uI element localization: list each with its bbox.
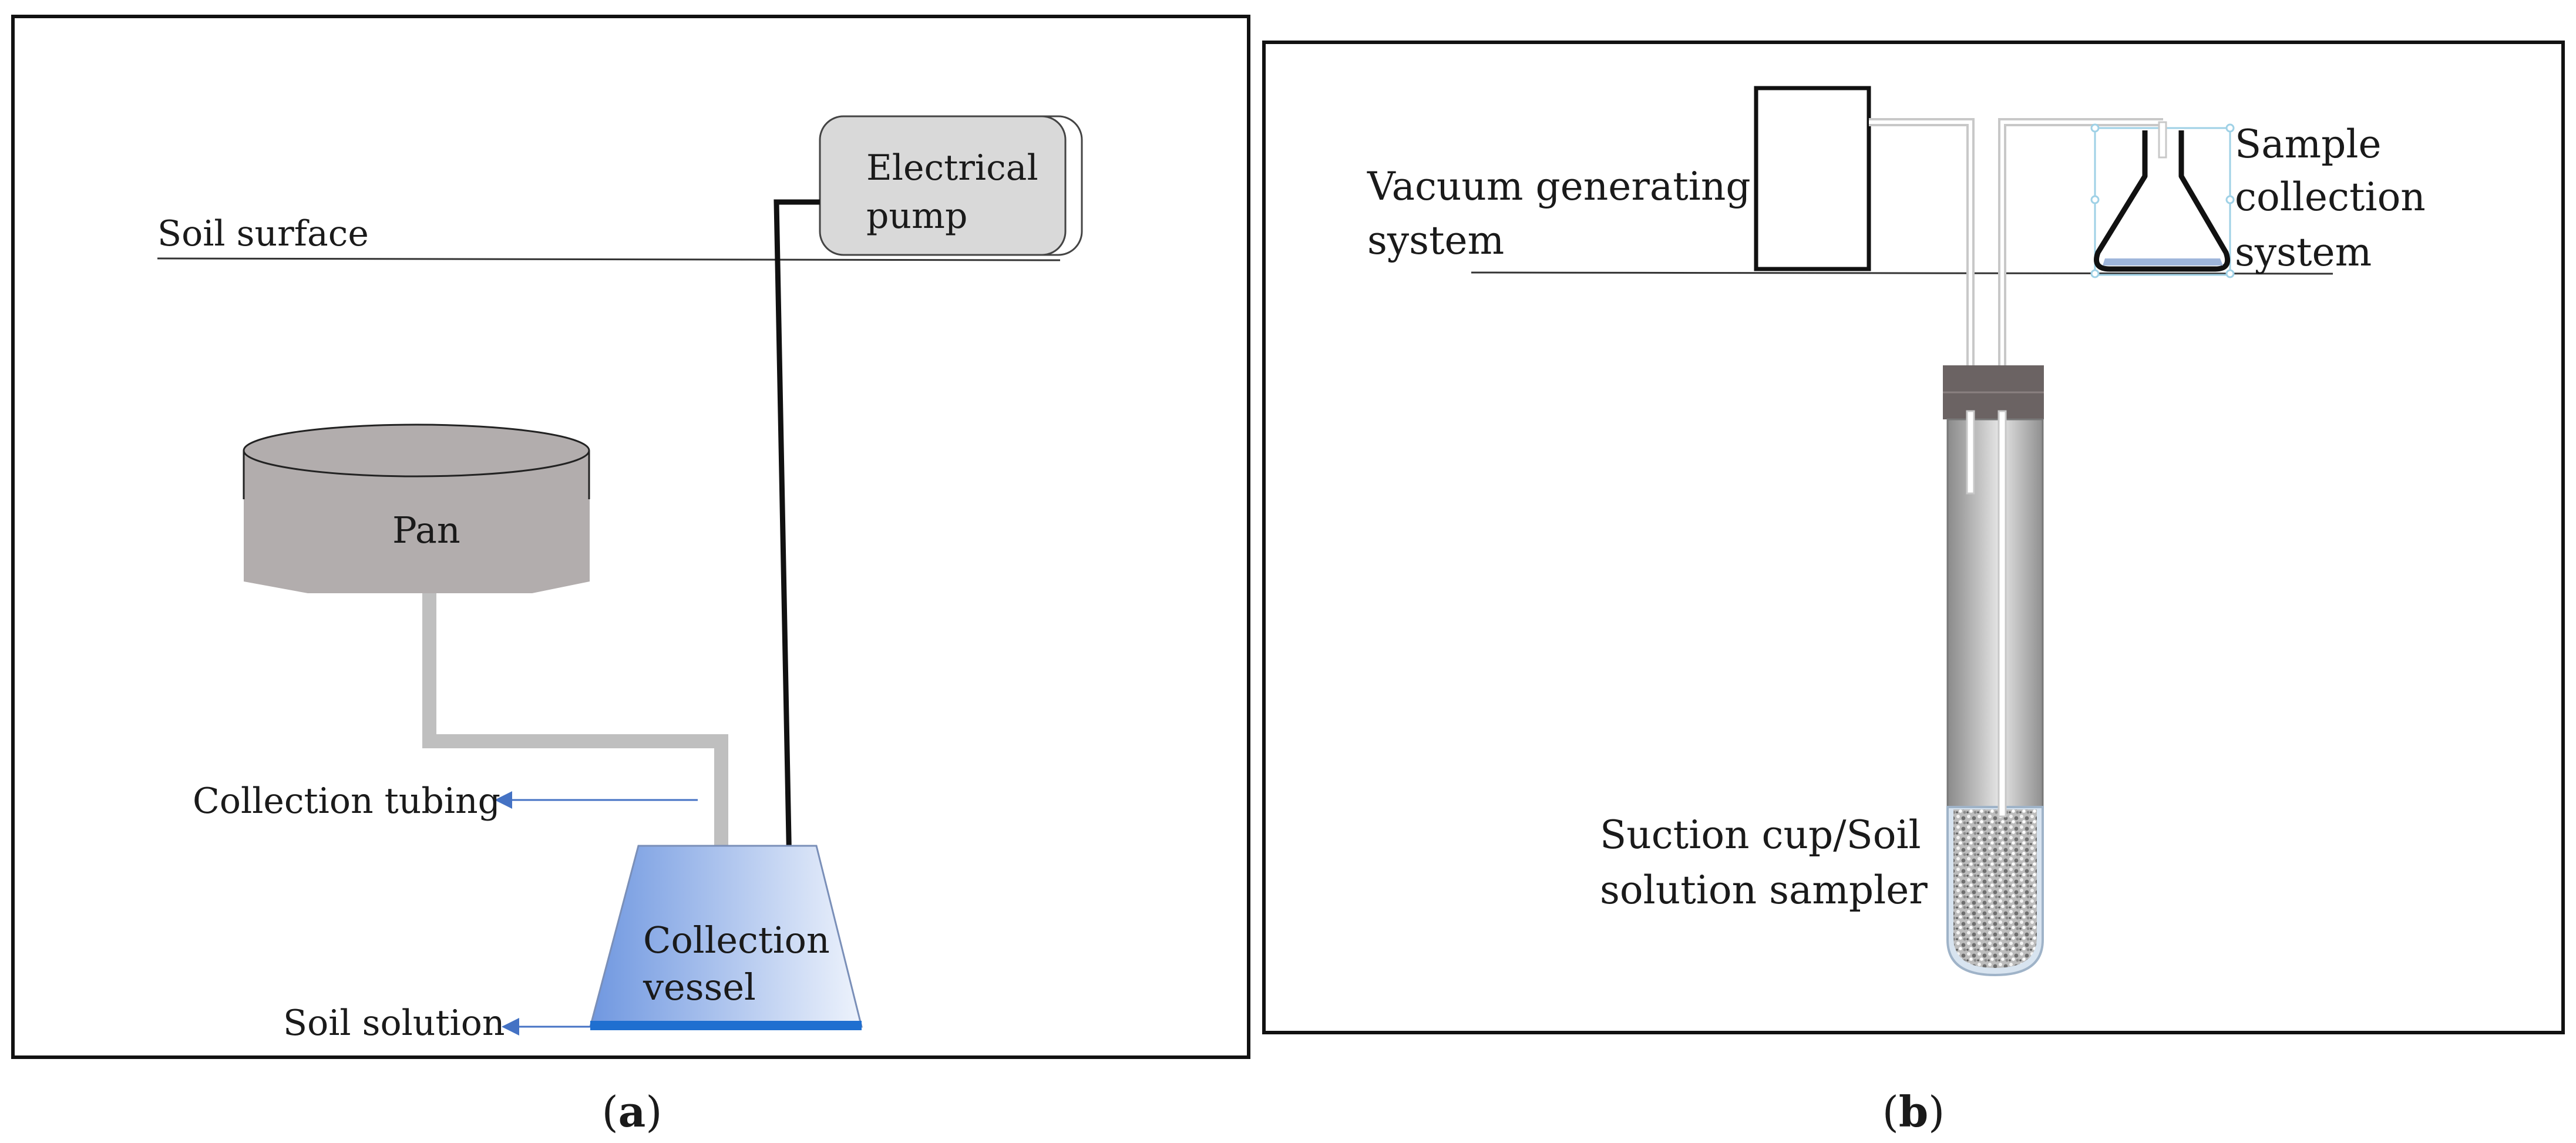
vessel-base-liquid: [590, 1021, 862, 1030]
vacuum-label-line1: Vacuum generating: [1367, 164, 1751, 209]
suction-sampler: [1943, 365, 2044, 977]
caption-a: (a): [602, 1087, 663, 1137]
sample-collection-label-line1: Sample: [2235, 122, 2382, 167]
collection-vessel: Collection vessel: [589, 845, 863, 1030]
soil-solution-label: Soil solution: [283, 1003, 505, 1044]
collection-vessel-label-line2: vessel: [643, 966, 756, 1008]
vacuum-label-line2: system: [1367, 218, 1504, 263]
vacuum-generating-box: [1754, 86, 1871, 271]
sampler-tube-body: [1946, 418, 2044, 808]
sample-flask: [2090, 121, 2235, 278]
suction-cup-label-line1: Suction cup/Soil: [1600, 812, 1921, 858]
caption-b: (b): [1882, 1087, 1945, 1137]
soil-surface-line: [157, 257, 1061, 261]
sampler-gravel: [1953, 809, 2037, 968]
pan-label: Pan: [392, 509, 460, 552]
panel-b: Vacuum generating system Sample collecti…: [1262, 41, 2565, 1034]
panel-b-frame: [1262, 41, 2565, 1034]
ground-line: [1471, 271, 2333, 275]
caption-a-letter: a: [618, 1087, 646, 1137]
flask-tube-in: [2158, 121, 2167, 159]
electrical-pump-label-line2: pump: [866, 196, 967, 237]
flask-liquid: [2103, 258, 2223, 265]
electrical-pump: Electrical pump: [819, 115, 1083, 256]
panel-a: Soil surface Electrical pump Pan Collect…: [11, 15, 1250, 1059]
pump-suction-line: [774, 199, 820, 899]
suction-cup-label-line2: solution sampler: [1600, 868, 1928, 913]
flask-body: [2094, 130, 2231, 272]
soil-surface-label: Soil surface: [157, 213, 369, 254]
svg-text:(b): (b): [1882, 1087, 1945, 1137]
collection-tubing: [422, 593, 728, 846]
sample-collection-label-line3: system: [2235, 230, 2372, 275]
collection-tubing-label: Collection tubing: [193, 781, 500, 822]
caption-b-letter: b: [1899, 1087, 1928, 1137]
svg-text:(a): (a): [602, 1087, 663, 1137]
electrical-pump-label-line1: Electrical: [866, 147, 1038, 189]
pan: Pan: [243, 423, 590, 593]
collection-vessel-label-line1: Collection: [643, 919, 830, 962]
sample-collection-label-line2: collection: [2235, 174, 2426, 220]
